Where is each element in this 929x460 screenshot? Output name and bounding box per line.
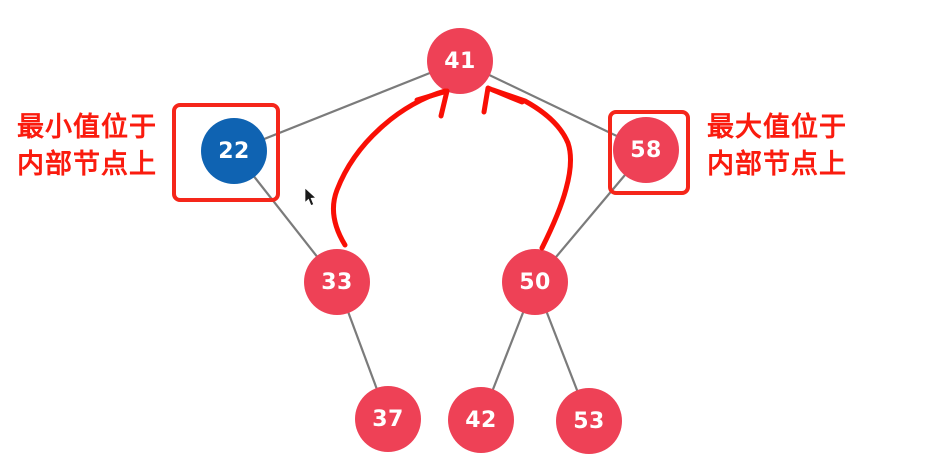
- min-annotation-line1: 最小值位于: [17, 112, 157, 143]
- node-value: 58: [630, 137, 662, 163]
- arrow-head: [414, 88, 450, 119]
- tree-node-max: 58: [613, 117, 679, 183]
- min-annotation-line2: 内部节点上: [17, 149, 157, 180]
- node-value: 22: [218, 138, 250, 164]
- max-annotation-line1: 最大值位于: [707, 112, 847, 143]
- tree-edge-41-58: [459, 60, 647, 151]
- max-highlight-box: [608, 110, 690, 195]
- min-highlight-box: [172, 103, 280, 202]
- max-annotation: 最大值位于 内部节点上: [707, 109, 847, 183]
- tree-node: 42: [448, 387, 514, 453]
- mouse-cursor-icon: [304, 187, 317, 206]
- arrow-shaft: [331, 88, 448, 248]
- max-annotation-line2: 内部节点上: [707, 149, 847, 180]
- tree-node: 33: [304, 249, 370, 315]
- node-value: 42: [465, 407, 497, 433]
- node-value: 50: [519, 269, 551, 295]
- tree-node-root: 41: [427, 28, 493, 94]
- node-value: 37: [372, 406, 404, 432]
- node-value: 41: [444, 48, 476, 74]
- node-value: 33: [321, 269, 353, 295]
- min-annotation: 最小值位于 内部节点上: [17, 109, 157, 183]
- arrow-33-to-root: [331, 88, 450, 248]
- tree-node: 37: [355, 386, 421, 452]
- tree-edge-41-22: [233, 59, 461, 153]
- arrow-shaft: [490, 87, 573, 251]
- arrow-50-to-root: [481, 85, 573, 251]
- arrow-head: [481, 85, 525, 115]
- tree-node-min: 22: [201, 118, 267, 184]
- node-value: 53: [573, 408, 605, 434]
- tree-node: 53: [556, 388, 622, 454]
- tree-node: 50: [502, 249, 568, 315]
